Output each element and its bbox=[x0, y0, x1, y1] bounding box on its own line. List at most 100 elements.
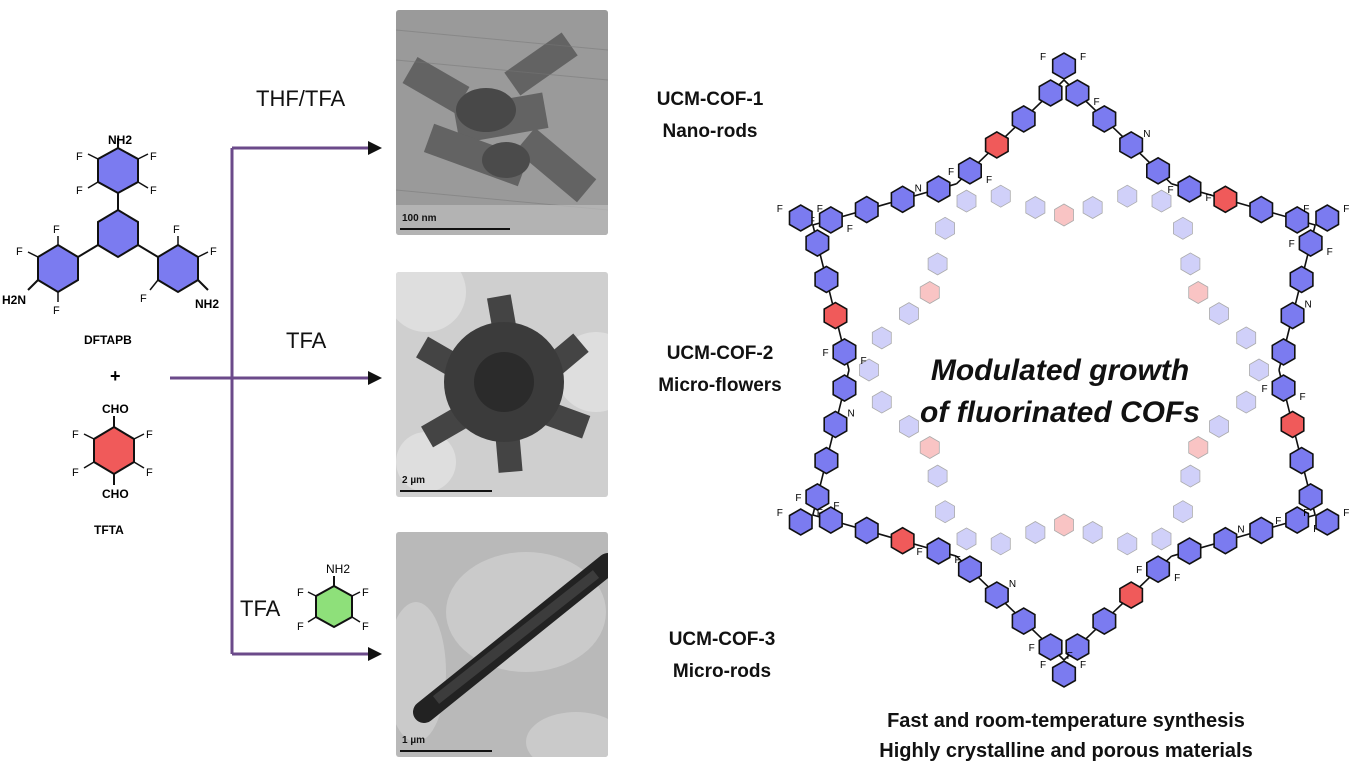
atom-label: F bbox=[777, 204, 783, 215]
scale-bar bbox=[400, 750, 492, 752]
f-label: F bbox=[362, 587, 369, 599]
nh2-label-right: NH2 bbox=[195, 297, 219, 311]
product-morphology: Micro-rods bbox=[672, 661, 772, 682]
atom-label: F bbox=[1303, 508, 1309, 519]
framework-ring-back bbox=[1249, 358, 1269, 382]
atom-label: F bbox=[1262, 384, 1268, 395]
atom-label: F bbox=[1080, 52, 1086, 63]
cho-label-top: CHO bbox=[102, 402, 129, 416]
framework-ring-back bbox=[1188, 436, 1209, 459]
f-label: F bbox=[150, 151, 157, 163]
framework-ring-back bbox=[1236, 326, 1257, 350]
framework-ring-back bbox=[871, 326, 892, 350]
framework-ring-terminal bbox=[788, 508, 813, 536]
reaction-arrows bbox=[170, 141, 382, 661]
framework-ring bbox=[1145, 156, 1171, 185]
dftapb-right-ring bbox=[149, 236, 209, 294]
framework-ring-back bbox=[898, 302, 919, 326]
framework-ring bbox=[984, 581, 1009, 610]
plus-sign: + bbox=[110, 366, 121, 386]
atom-label: F bbox=[1174, 573, 1180, 584]
framework-ring bbox=[926, 537, 951, 565]
scale-bar-label: 1 µm bbox=[402, 735, 425, 746]
atom-label: F bbox=[817, 204, 823, 215]
framework-ring bbox=[823, 301, 848, 330]
framework-ring bbox=[805, 482, 830, 511]
tagline: Highly crystalline and porous materials bbox=[879, 740, 1253, 762]
tem-image-cof1: 100 nm bbox=[396, 10, 608, 235]
atom-label: F bbox=[1136, 565, 1142, 576]
framework-ring bbox=[1249, 516, 1274, 545]
framework-ring bbox=[1213, 526, 1238, 555]
framework-ring bbox=[818, 205, 843, 234]
framework-ring bbox=[1177, 537, 1202, 565]
framework-ring-back bbox=[919, 281, 940, 304]
framework-ring-back bbox=[1082, 521, 1103, 544]
atom-label: F bbox=[822, 348, 828, 359]
framework-ring bbox=[1011, 607, 1036, 636]
framework-ring bbox=[1065, 633, 1090, 661]
atom-label: F bbox=[1327, 247, 1333, 258]
framework-ring-back bbox=[1054, 513, 1074, 537]
framework-ring bbox=[1213, 185, 1238, 214]
product-label-cof1: UCM-COF-1 Nano-rods bbox=[610, 84, 810, 148]
framework-ring-back bbox=[1025, 521, 1046, 544]
framework-ring-back bbox=[927, 252, 948, 276]
framework-ring bbox=[1285, 506, 1310, 535]
framework-ring bbox=[832, 374, 857, 403]
framework-ring bbox=[1289, 446, 1314, 475]
f-label: F bbox=[146, 467, 153, 479]
reactant-structures: NH2 F F F F F F H2N F F F NH2 F DFTAPB + bbox=[2, 133, 219, 537]
dftapb-left-ring bbox=[27, 236, 79, 302]
framework-ring bbox=[1038, 79, 1063, 107]
product-name: UCM-COF-1 bbox=[656, 89, 764, 110]
framework-ring bbox=[1177, 175, 1202, 203]
dftapb-name: DFTAPB bbox=[84, 333, 132, 347]
framework-ring bbox=[1271, 337, 1296, 366]
tem-image-cof2: 2 µm bbox=[396, 272, 608, 497]
framework-ring bbox=[818, 506, 843, 535]
framework-ring bbox=[1065, 79, 1090, 107]
framework-ring bbox=[984, 130, 1009, 159]
framework-ring-terminal bbox=[1051, 660, 1077, 688]
framework-ring-back bbox=[1209, 302, 1230, 326]
h2n-label-left: H2N bbox=[2, 293, 26, 307]
framework-ring bbox=[805, 229, 830, 258]
atom-label: N bbox=[1009, 579, 1016, 590]
f-label: F bbox=[173, 224, 180, 236]
atom-label: N bbox=[847, 408, 854, 419]
framework-ring bbox=[1298, 482, 1323, 511]
framework-ring bbox=[823, 410, 848, 439]
taglines: Fast and room-temperature synthesis High… bbox=[856, 706, 1276, 766]
framework-ring-back bbox=[1151, 189, 1172, 213]
framework-ring-back bbox=[956, 189, 977, 213]
product-name: UCM-COF-3 bbox=[668, 629, 776, 650]
framework-ring bbox=[1038, 633, 1063, 661]
f-label: F bbox=[297, 587, 304, 599]
atom-label: N bbox=[1237, 525, 1244, 536]
tfta-name: TFTA bbox=[94, 523, 124, 537]
framework-ring bbox=[957, 156, 982, 185]
atom-label: F bbox=[817, 508, 823, 519]
framework-ring-back bbox=[859, 358, 879, 382]
framework-ring bbox=[1092, 607, 1117, 636]
f-label: F bbox=[76, 151, 83, 163]
atom-label: F bbox=[1040, 660, 1046, 671]
framework-ring-back bbox=[1117, 184, 1138, 208]
atom-label: F bbox=[1067, 651, 1073, 662]
framework-ring-back bbox=[956, 527, 977, 551]
atom-label: F bbox=[833, 501, 839, 512]
framework-ring bbox=[1119, 581, 1144, 610]
atom-label: F bbox=[948, 167, 954, 178]
framework-ring-terminal bbox=[1315, 204, 1340, 232]
scale-bar bbox=[400, 490, 492, 492]
atom-label: F bbox=[986, 175, 992, 186]
framework-ring-back bbox=[1180, 464, 1201, 488]
framework-ring-back bbox=[927, 464, 948, 488]
framework-ring-back bbox=[1172, 216, 1193, 240]
framework-ring-terminal bbox=[788, 204, 813, 232]
f-label: F bbox=[72, 467, 79, 479]
f-label: F bbox=[140, 293, 147, 305]
product-morphology: Micro-flowers bbox=[658, 375, 782, 396]
f-label: F bbox=[53, 224, 60, 236]
